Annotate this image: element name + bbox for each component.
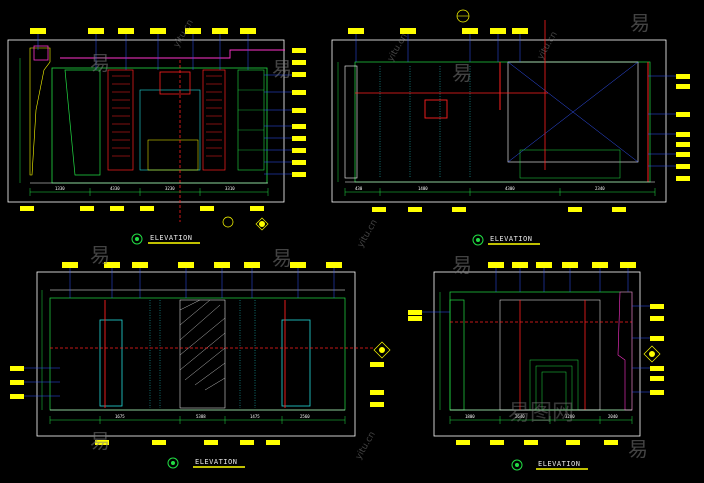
dim-value: 2560 — [300, 414, 310, 419]
wall-outline — [49, 297, 346, 411]
tag-row-bottom — [95, 440, 280, 445]
dim-value: 1400 — [418, 186, 428, 191]
tag-column-right — [370, 362, 384, 407]
dotted-panels — [379, 66, 471, 178]
view-title-block: ELEVATION — [511, 459, 588, 471]
center-panel — [147, 139, 199, 171]
right-profile — [617, 291, 633, 411]
elevation-view-2: 430 1400 4300 2340 — [331, 9, 690, 246]
cabinet-cross — [507, 61, 639, 163]
tag-column-left — [10, 366, 24, 399]
cyan-frame-right — [281, 319, 311, 407]
section-marker-icon — [373, 341, 391, 359]
view-frame — [433, 271, 641, 437]
leader-lines-top — [37, 34, 249, 70]
tag-row-top — [488, 262, 636, 268]
tag-column-right — [292, 48, 306, 177]
tag-row-bottom — [456, 440, 618, 445]
wall-outline — [51, 67, 268, 184]
elevation-view-3: 1675 5388 1475 2560 — [10, 262, 391, 469]
center-box — [424, 99, 448, 119]
watermark-char: 易 — [90, 51, 110, 75]
watermark-char: 易 — [272, 246, 292, 270]
cornice-marker — [33, 45, 49, 61]
view-title: ELEVATION — [490, 235, 532, 243]
dim-value: 1800 — [465, 414, 475, 419]
dim-value: 1330 — [55, 186, 65, 191]
cabinet-block — [507, 61, 639, 163]
center-red-box — [159, 71, 191, 95]
view-title-block: ELEVATION — [167, 457, 245, 469]
tag-row-top — [348, 28, 528, 34]
watermark-url: yitu.cn — [354, 430, 378, 461]
cyan-frame-left — [99, 319, 123, 407]
dim-value: 4300 — [505, 186, 515, 191]
center-opening — [139, 89, 201, 171]
dim-value: 4330 — [110, 186, 120, 191]
elevation-symbol-icon — [472, 234, 484, 246]
dim-value: 2640 — [515, 414, 525, 419]
dim-value: 3230 — [165, 186, 175, 191]
tag-row-top — [62, 262, 342, 268]
dim-value: 3280 — [565, 414, 575, 419]
view-title: ELEVATION — [538, 460, 580, 468]
section-marker-icon — [456, 9, 470, 23]
dim-value: 430 — [355, 186, 363, 191]
view-frame — [7, 39, 285, 203]
dim-value: 1675 — [115, 414, 125, 419]
elevation-symbol-icon — [167, 457, 179, 469]
dim-value: 1475 — [250, 414, 260, 419]
view-title: ELEVATION — [195, 458, 237, 466]
lower-box — [519, 149, 621, 179]
view-frame — [36, 271, 356, 437]
tag-column-left — [408, 310, 422, 321]
view-title: ELEVATION — [150, 234, 192, 242]
view-title-block: ELEVATION — [131, 233, 200, 245]
dim-value: 5388 — [196, 414, 206, 419]
angled-panel — [64, 69, 101, 176]
watermark-char: 易 — [630, 11, 650, 35]
section-marker-icon — [222, 216, 269, 231]
hatched-column-right — [202, 69, 226, 171]
watermark-url: yitu.cn — [536, 30, 560, 61]
elevation-symbol-icon — [131, 233, 143, 245]
watermark-char: 易 — [90, 243, 110, 267]
tag-row-bottom — [372, 207, 626, 212]
ceiling-line — [60, 49, 285, 59]
left-column — [449, 299, 465, 411]
dotted-panels — [149, 300, 256, 408]
cornice-detail — [29, 47, 51, 176]
wall-outline — [354, 61, 651, 183]
watermark-char: 易 — [452, 61, 472, 85]
dim-value: 2340 — [595, 186, 605, 191]
watermark-char: 易 — [272, 57, 292, 81]
center-diagonal-pattern — [179, 299, 226, 409]
elevation-view-4: 1800 2640 3280 2040 — [408, 262, 664, 471]
tag-row-bottom — [20, 206, 264, 211]
tag-column-right — [676, 74, 690, 181]
watermark-url: yitu.cn — [386, 32, 410, 63]
wall-outline — [449, 291, 633, 411]
watermark-brand: 易图网 — [508, 401, 574, 426]
dim-value: 3310 — [225, 186, 235, 191]
elevation-symbol-icon — [511, 459, 523, 471]
watermark-char: 易 — [628, 437, 648, 461]
tag-row-top — [30, 28, 256, 34]
watermark-char: 易 — [452, 253, 472, 277]
tag-column-right — [650, 304, 664, 395]
view-title-block: ELEVATION — [472, 234, 540, 246]
dim-value: 2040 — [608, 414, 618, 419]
view-frame — [331, 39, 667, 203]
watermark-url: yitu.cn — [356, 218, 380, 249]
hatched-column-left — [107, 69, 134, 171]
right-panel — [237, 69, 265, 171]
section-marker-icon — [643, 345, 661, 363]
watermark-char: 易 — [90, 429, 110, 453]
elevation-view-1: 1330 4330 3230 3310 — [7, 28, 306, 245]
left-wing — [344, 65, 358, 179]
